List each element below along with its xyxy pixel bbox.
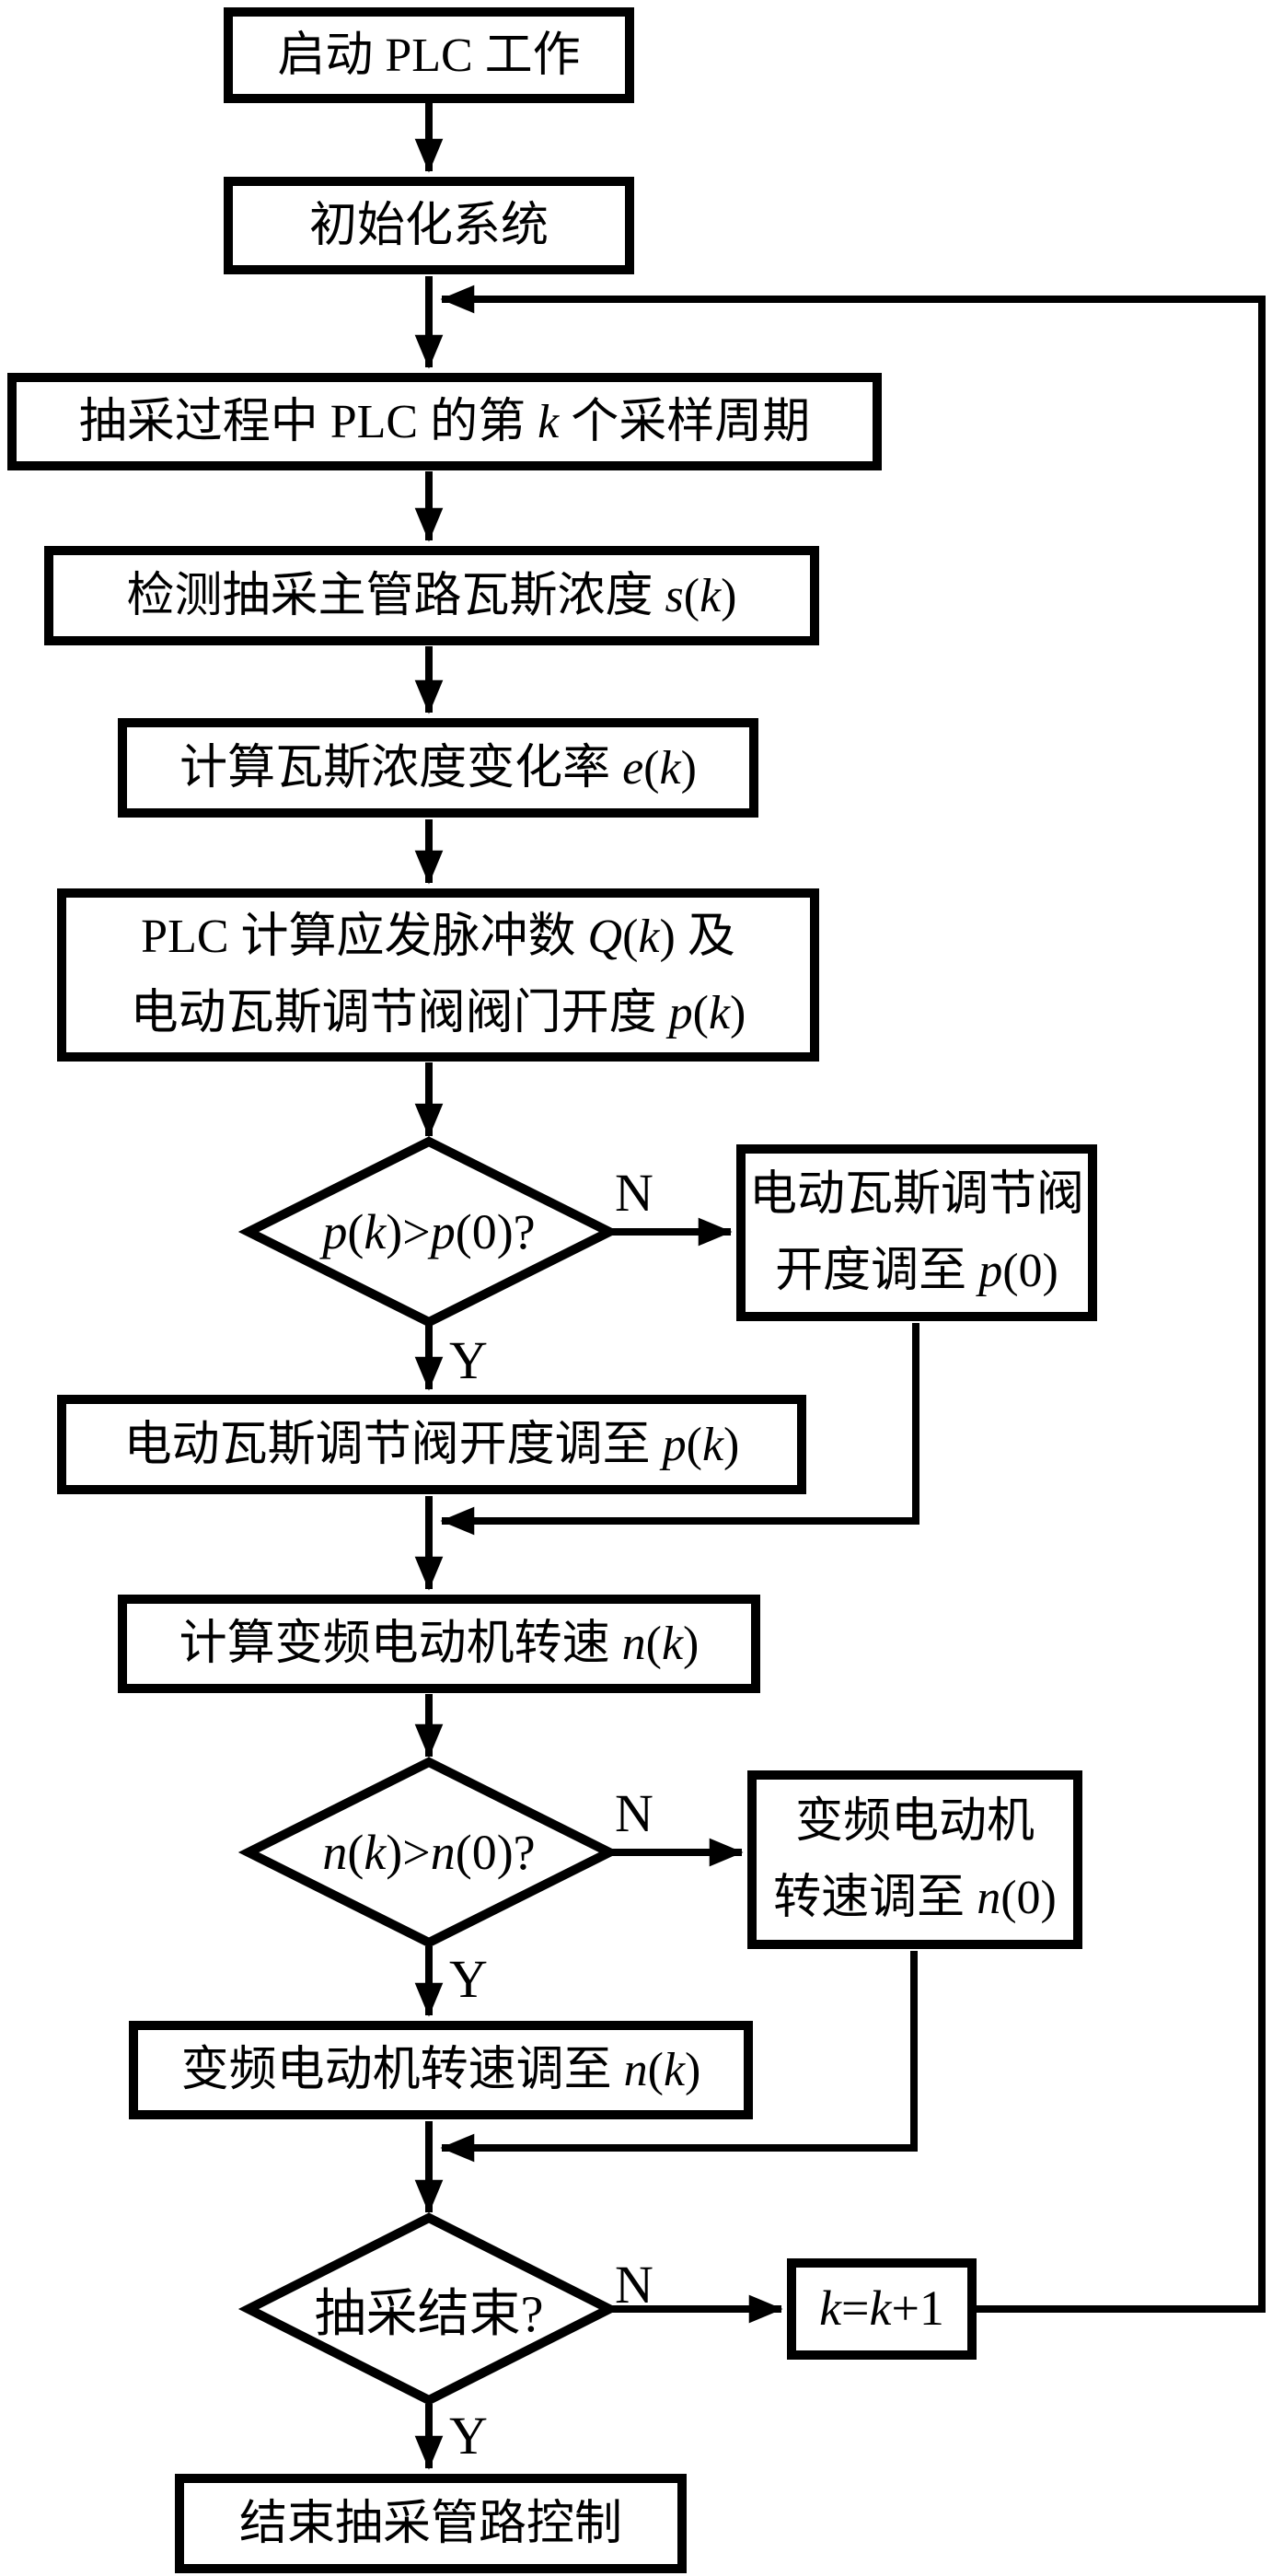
node-calc-motor-speed-label: 计算变频电动机转速 n(k) [179, 1618, 700, 1670]
node-sampling-period-label: 抽采过程中 PLC 的第 k 个采样周期 [78, 395, 811, 448]
label-y-decision-end: Y [449, 2406, 488, 2466]
decision-end-label: 抽采结束? [314, 2285, 544, 2343]
node-increment-k: k=k+1 [787, 2258, 977, 2360]
node-sampling-period: 抽采过程中 PLC 的第 k 个采样周期 [7, 373, 882, 470]
node-end-label: 结束抽采管路控制 [238, 2497, 622, 2550]
node-valve-p0-line2: 开度调至 p(0) [775, 1245, 1058, 1297]
node-start-label: 启动 PLC 工作 [277, 29, 581, 82]
node-init: 初始化系统 [224, 177, 634, 274]
decision-n-label: n(k)>n(0)? [322, 1825, 536, 1880]
decision-p-diamond [237, 1136, 620, 1328]
node-calc-motor-speed: 计算变频电动机转速 n(k) [118, 1595, 760, 1693]
node-calc-pulse-valve-line1: PLC 计算应发脉冲数 Q(k) 及 [141, 910, 735, 963]
label-n-decision-end: N [615, 2255, 653, 2315]
node-detect-concentration-label: 检测抽采主管路瓦斯浓度 s(k) [126, 569, 737, 622]
decision-end-diamond [237, 2212, 620, 2406]
node-valve-pk: 电动瓦斯调节阀开度调至 p(k) [57, 1395, 806, 1494]
node-calc-pulse-valve: PLC 计算应发脉冲数 Q(k) 及 电动瓦斯调节阀阀门开度 p(k) [57, 888, 819, 1062]
label-y-decision-p: Y [449, 1330, 488, 1390]
node-motor-n0-line1: 变频电动机 [794, 1794, 1035, 1848]
label-n-decision-n: N [615, 1783, 653, 1843]
node-calc-rate: 计算瓦斯浓度变化率 e(k) [118, 718, 758, 818]
node-motor-n0: 变频电动机 转速调至 n(0) [747, 1770, 1082, 1949]
node-calc-pulse-valve-line2: 电动瓦斯调节阀阀门开度 p(k) [130, 987, 746, 1039]
label-y-decision-n: Y [449, 1949, 488, 2009]
label-n-decision-p: N [615, 1163, 653, 1223]
decision-p-label: p(k)>p(0)? [322, 1204, 536, 1259]
node-increment-k-label: k=k+1 [819, 2280, 944, 2337]
node-end: 结束抽采管路控制 [175, 2474, 687, 2573]
node-motor-nk-label: 变频电动机转速调至 n(k) [180, 2044, 701, 2096]
node-init-label: 初始化系统 [308, 199, 549, 252]
node-calc-rate-label: 计算瓦斯浓度变化率 e(k) [179, 741, 697, 795]
node-motor-n0-line2: 转速调至 n(0) [773, 1872, 1057, 1924]
arrow-loop-feedback [440, 284, 1266, 2313]
arrow-motorn0-merge [440, 1951, 918, 2163]
decision-n-diamond [237, 1757, 620, 1948]
node-valve-pk-label: 电动瓦斯调节阀开度调至 p(k) [123, 1418, 740, 1471]
arrow-valvep0-merge [440, 1323, 919, 1536]
node-valve-p0: 电动瓦斯调节阀 开度调至 p(0) [736, 1144, 1097, 1321]
node-detect-concentration: 检测抽采主管路瓦斯浓度 s(k) [44, 546, 819, 645]
node-valve-p0-line1: 电动瓦斯调节阀 [748, 1167, 1084, 1221]
node-start: 启动 PLC 工作 [224, 7, 634, 103]
node-motor-nk: 变频电动机转速调至 n(k) [129, 2021, 753, 2119]
